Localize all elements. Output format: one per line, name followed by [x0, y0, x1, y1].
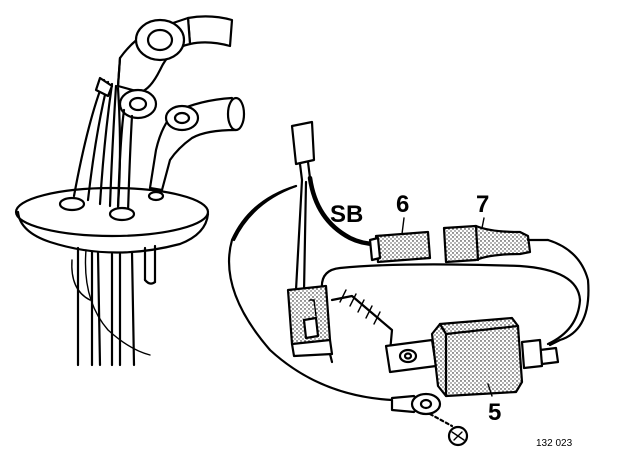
ground-screw — [428, 412, 469, 447]
main-pipe — [116, 15, 234, 94]
wire-bracket-to-relay — [320, 263, 582, 346]
sender-wires — [72, 76, 122, 208]
sender-flange-rim — [16, 210, 210, 254]
wire-plug-to-bracket-1 — [294, 178, 304, 292]
top-plug — [290, 120, 316, 166]
flange-terminals — [58, 190, 165, 222]
label-part-6: 6 — [396, 191, 409, 218]
figure-reference: 132 023 — [536, 438, 573, 449]
relay-body — [430, 316, 524, 398]
label-part-7: 7 — [476, 191, 489, 218]
wire-plug-to-bracket-2 — [302, 180, 308, 294]
leader-7 — [481, 217, 485, 229]
label-part-5: 5 — [488, 399, 501, 426]
sender-tubes — [71, 244, 157, 367]
connector-6 — [368, 230, 432, 264]
ground-ring-terminal — [390, 392, 442, 416]
relay-5 — [384, 316, 544, 398]
leader-6 — [401, 217, 405, 235]
wire-ground-loop — [228, 184, 394, 402]
body-panel — [328, 289, 394, 364]
wire-sb — [307, 175, 379, 247]
sender-unit — [14, 15, 246, 367]
return-pipe — [148, 96, 246, 192]
label-sb: SB — [330, 201, 363, 228]
leader-5 — [487, 383, 493, 397]
connector-7 — [442, 224, 550, 264]
wire-loop — [546, 238, 590, 347]
bracket — [286, 284, 334, 358]
harness — [228, 120, 590, 447]
